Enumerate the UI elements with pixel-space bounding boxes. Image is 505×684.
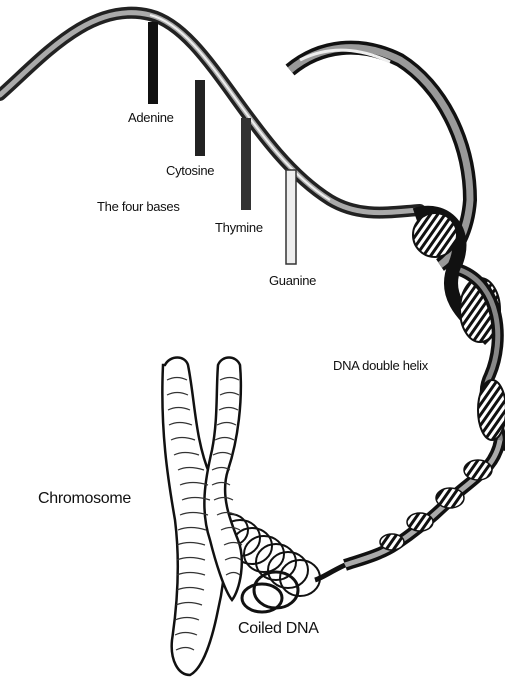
dna-double-helix-label: DNA double helix	[333, 358, 428, 373]
adenine-bar	[148, 22, 158, 104]
cytosine-label: Cytosine	[166, 163, 214, 178]
coiled-dna-label: Coiled DNA	[238, 620, 319, 638]
helix-ribbon	[290, 48, 505, 580]
thymine-label: Thymine	[215, 220, 263, 235]
chromosome	[162, 358, 242, 676]
four-bases-label: The four bases	[97, 199, 180, 214]
adenine-label: Adenine	[128, 110, 174, 125]
guanine-label: Guanine	[269, 273, 316, 288]
chromosome-label: Chromosome	[38, 490, 131, 508]
thymine-bar	[241, 118, 251, 210]
cytosine-bar	[195, 80, 205, 156]
guanine-bar	[286, 170, 296, 264]
